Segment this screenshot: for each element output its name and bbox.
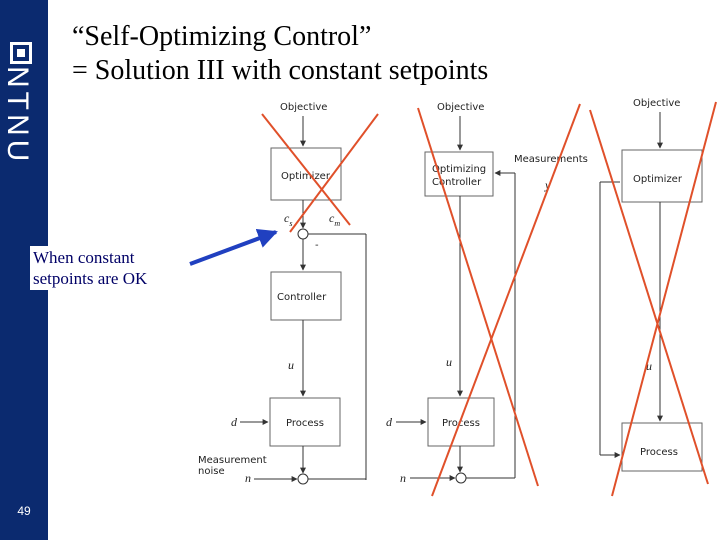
slide-title: “Self-Optimizing Control” = Solution III… bbox=[72, 20, 488, 88]
cross-1-line-a bbox=[261, 113, 351, 226]
d2-process-label: Process bbox=[442, 418, 480, 429]
d1-optimizer-label: Optimizer bbox=[281, 171, 331, 182]
diagram-1-self-optimizing: Objective Optimizer cs cm - Controller u… bbox=[198, 102, 367, 485]
note-pointer-arrow bbox=[189, 228, 278, 266]
cross-1-line-b bbox=[289, 113, 379, 233]
d1-minus-sign: - bbox=[315, 240, 319, 251]
d2-d-label: d bbox=[386, 415, 393, 429]
d1-measurement-noise-label-1: Measurement bbox=[198, 455, 267, 466]
d2-controller-label: Controller bbox=[432, 177, 482, 188]
d3-optimizer-label: Optimizer bbox=[633, 174, 683, 185]
d2-optimizing-label: Optimizing bbox=[432, 164, 486, 175]
d1-process-box bbox=[269, 397, 341, 447]
d2-objective-label: Objective bbox=[437, 102, 484, 113]
d2-u-label: u bbox=[446, 355, 452, 369]
d1-controller-label: Controller bbox=[277, 292, 327, 303]
diagram-3-open-loop-optimizer: Objective Optimizer u Process bbox=[599, 98, 703, 472]
d1-optimizer-box bbox=[270, 147, 342, 201]
d1-measurement-noise-label-2: noise bbox=[198, 466, 225, 477]
d1-controller-box bbox=[270, 271, 342, 321]
ntnu-logo-icon bbox=[10, 42, 32, 64]
d3-objective-label: Objective bbox=[633, 98, 680, 109]
d2-n-label: n bbox=[400, 471, 406, 485]
d3-process-label: Process bbox=[640, 447, 678, 458]
d3-u-label: u bbox=[646, 359, 652, 373]
note-box: When constant setpoints are OK bbox=[30, 246, 186, 290]
d1-process-label: Process bbox=[286, 418, 324, 429]
cross-3-line-a bbox=[431, 103, 581, 497]
d1-cs-label: cs bbox=[284, 211, 292, 228]
d2-optimizing-controller-box bbox=[424, 151, 494, 197]
diagram-2-optimizing-controller: Objective Optimizing Controller Measurem… bbox=[386, 102, 588, 485]
d1-d-label: d bbox=[231, 415, 238, 429]
d1-noise-junction bbox=[297, 473, 309, 485]
d3-process-box bbox=[621, 422, 703, 472]
d1-n-label: n bbox=[245, 471, 251, 485]
d2-y-label: y bbox=[544, 178, 551, 192]
d1-u-label: u bbox=[288, 358, 294, 372]
d2-noise-junction bbox=[455, 472, 467, 484]
cross-4-line-a bbox=[589, 109, 709, 485]
d1-objective-label: Objective bbox=[280, 102, 327, 113]
d2-measurements-label: Measurements bbox=[514, 154, 588, 165]
cross-2-line-a bbox=[417, 107, 539, 487]
note-line-1: When constant bbox=[33, 248, 135, 267]
title-line-2: = Solution III with constant setpoints bbox=[72, 55, 489, 86]
title-line-1: “Self-Optimizing Control” bbox=[72, 21, 372, 52]
page-number: 49 bbox=[17, 504, 31, 518]
note-line-2: setpoints are OK bbox=[33, 269, 148, 288]
d1-summing-junction bbox=[297, 228, 309, 240]
d3-optimizer-box bbox=[621, 149, 703, 203]
d1-cm-label: cm bbox=[329, 211, 340, 228]
cross-4-line-b bbox=[611, 101, 717, 497]
cross-out-marks bbox=[261, 101, 717, 497]
